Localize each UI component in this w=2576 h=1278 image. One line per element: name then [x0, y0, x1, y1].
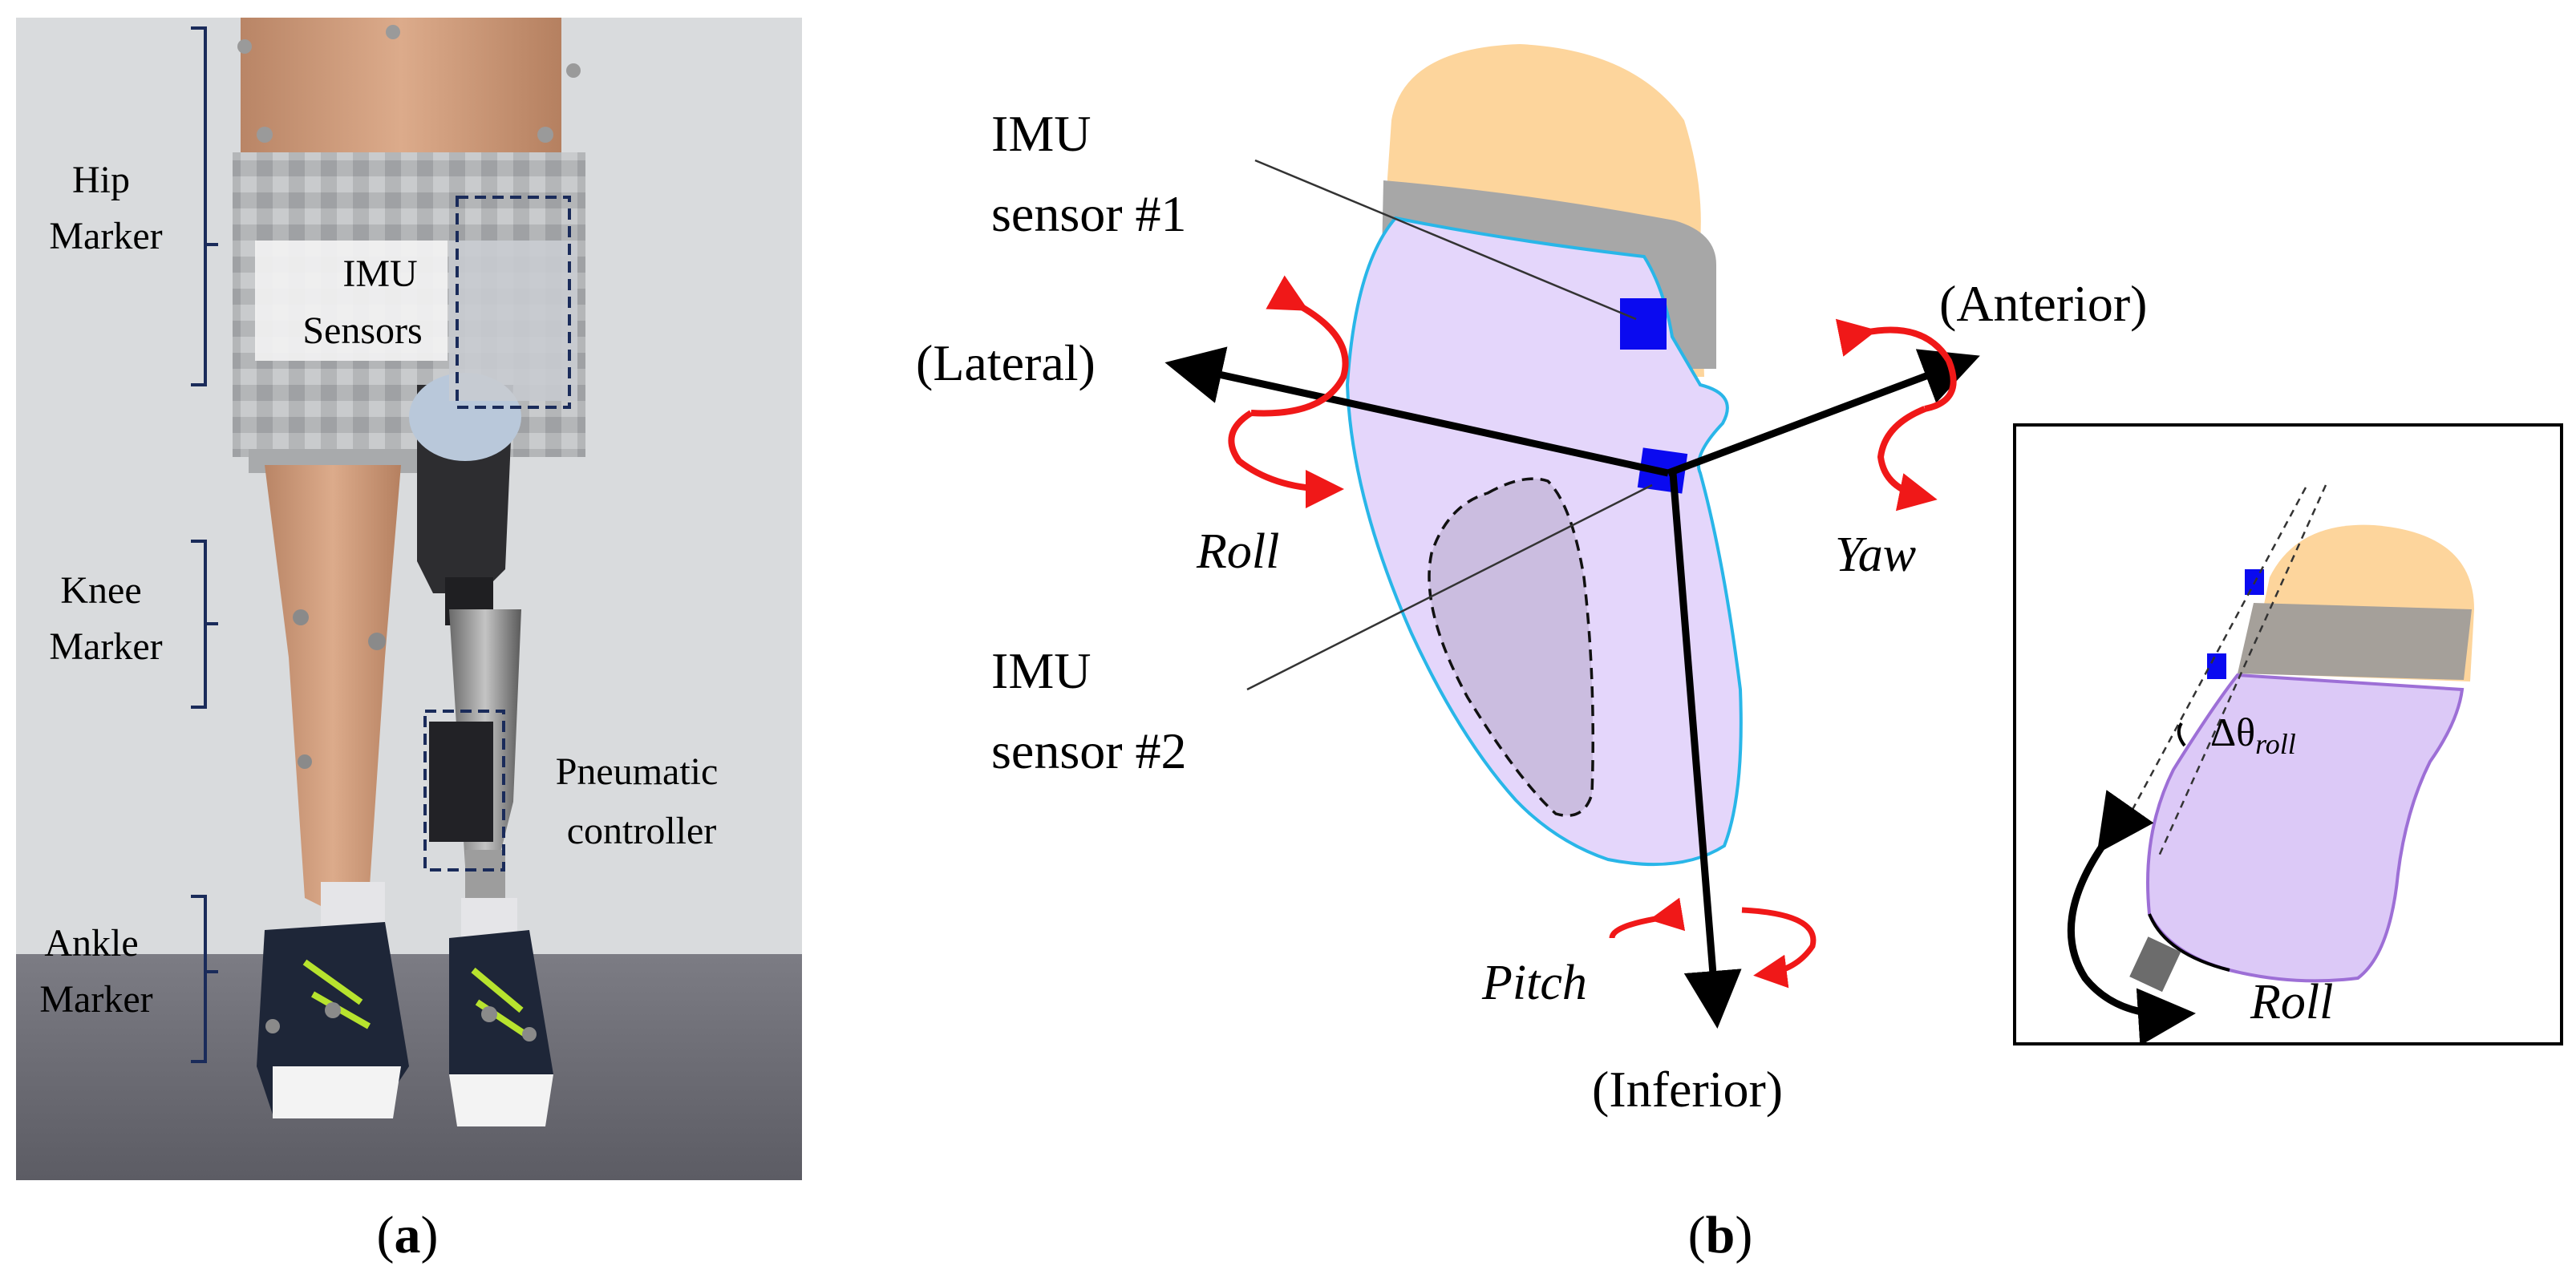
inset-imu-2 — [2207, 653, 2226, 679]
pneumatic-controller-label: Pneumatic controller — [556, 750, 728, 852]
inset-roll-arrow — [2068, 790, 2196, 1046]
imu1-leader — [1254, 159, 1637, 321]
yaw-rotation-arrow — [1865, 330, 1954, 497]
lateral-axis — [1164, 346, 1669, 477]
hip-bracket — [191, 26, 218, 386]
lateral-label: (Lateral) — [916, 334, 1096, 391]
knee-bracket — [191, 540, 218, 709]
anterior-label: (Anterior) — [1939, 275, 2147, 332]
ankle-marker-label: Ankle Marker — [39, 922, 152, 1021]
pitch-rotation-arrow — [1609, 910, 1817, 974]
panel-a-caption: (a) — [377, 1206, 439, 1264]
delta-theta-roll-label: Δθroll — [2210, 710, 2296, 760]
panel-a: Hip Marker IMU Sensors Knee Marker Pneum… — [16, 18, 802, 1264]
knee-marker-label: Knee Marker — [49, 569, 162, 668]
roll-rotation-arrow — [1228, 305, 1345, 489]
roll-label: Roll — [1196, 524, 1279, 579]
imu-sensor-1-label: IMU sensor #1 — [991, 105, 1187, 242]
imu-sensors-label: IMU Sensors — [302, 253, 427, 352]
inferior-label: (Inferior) — [1592, 1061, 1783, 1118]
inset-roll-label: Roll — [2250, 975, 2333, 1029]
pneumatic-controller-box — [423, 710, 505, 872]
imu-sensor-2-label: IMU sensor #2 — [991, 642, 1187, 779]
imu-sensors-box — [456, 196, 571, 409]
panel-b: IMU sensor #1 IMU sensor #2 (Lateral) (A… — [916, 44, 2563, 1264]
hip-marker-label: Hip Marker — [49, 159, 162, 257]
ankle-bracket — [191, 895, 218, 1063]
pitch-label: Pitch — [1481, 956, 1587, 1010]
socket-recess — [1428, 477, 1594, 817]
yaw-label: Yaw — [1835, 528, 1916, 582]
imu2-leader — [1246, 483, 1653, 691]
panel-b-caption: (b) — [1688, 1206, 1753, 1264]
roll-inset: Δθroll Roll — [2013, 423, 2563, 1046]
imu-sensor-1 — [1620, 298, 1667, 350]
prosthesis-photo — [16, 18, 802, 1180]
